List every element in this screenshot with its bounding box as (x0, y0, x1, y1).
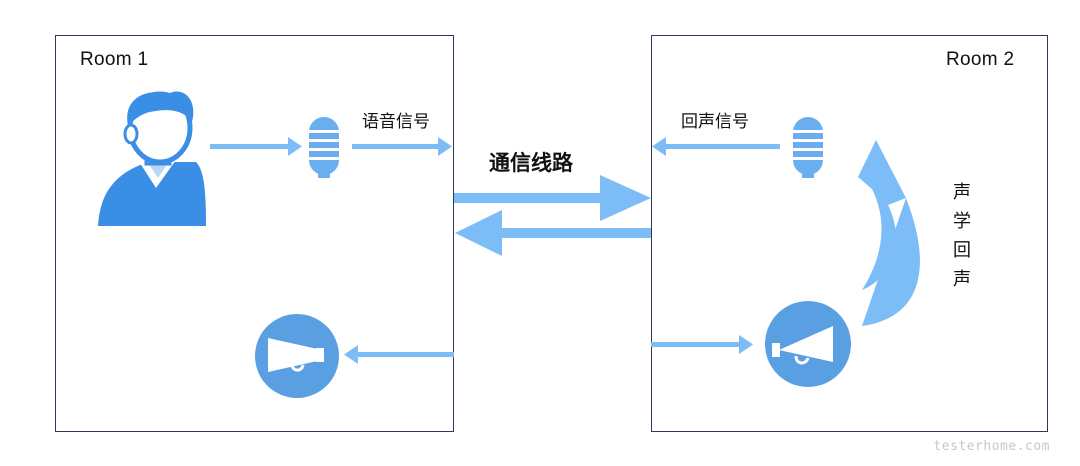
watermark: testerhome.com (933, 439, 1050, 454)
arrow-line-outgoing (454, 175, 651, 221)
person-icon (98, 91, 206, 226)
room-1-box (55, 35, 454, 432)
room-1-title: Room 1 (80, 49, 149, 70)
arrow-to-speaker-1 (344, 345, 454, 364)
arrow-person-to-mic (210, 137, 302, 156)
microphone-icon (309, 117, 339, 178)
arrow-voice-signal (352, 137, 452, 156)
echo-signal-label: 回声信号 (681, 112, 749, 132)
speaker-icon (765, 301, 851, 387)
speaker-icon (255, 314, 339, 398)
room-2-box (651, 35, 1048, 432)
room-2-title: Room 2 (946, 49, 1015, 70)
microphone-icon (793, 117, 823, 178)
arrow-to-speaker-2 (651, 335, 753, 354)
acoustic-echo-label: 声学回声 (953, 182, 971, 290)
arrow-line-incoming (455, 210, 651, 256)
communication-line-label: 通信线路 (489, 151, 573, 175)
voice-signal-label: 语音信号 (362, 112, 430, 132)
arrow-echo-signal (652, 137, 780, 156)
arrow-acoustic-echo (858, 140, 920, 326)
